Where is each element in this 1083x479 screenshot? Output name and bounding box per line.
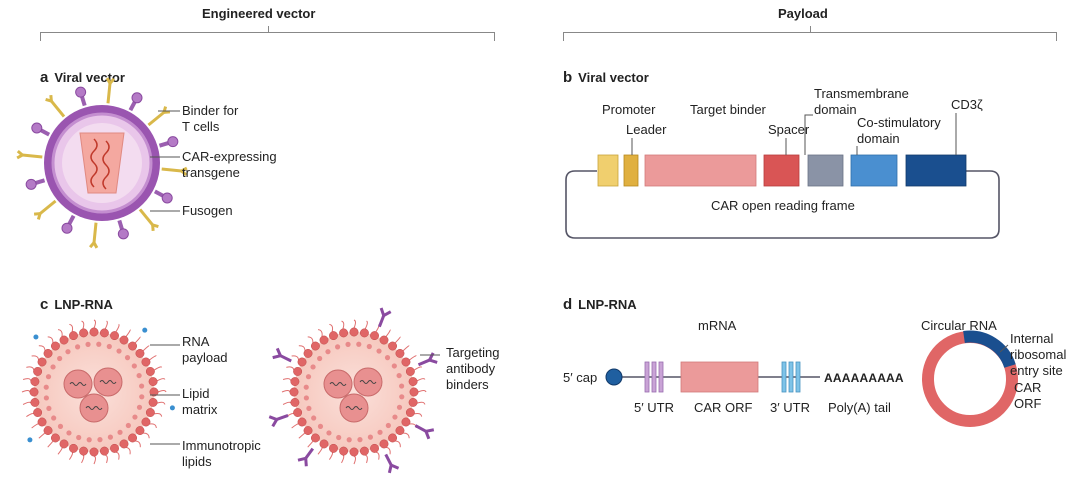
bracket-payload	[563, 26, 1057, 41]
car-orf-block	[680, 361, 759, 393]
label-spacer: Spacer	[768, 122, 810, 137]
leader-block	[623, 154, 639, 187]
polya-sequence: AAAAAAAAA	[824, 371, 904, 385]
costim-block	[850, 154, 898, 187]
header-engineered-vector: Engineered vector	[202, 6, 316, 21]
label-polya: Poly(A) tail	[828, 400, 891, 415]
viral-vector-particle	[16, 77, 188, 249]
mrna-construct	[605, 361, 820, 393]
cd3z-block	[905, 154, 967, 187]
label-circular-rna: Circular RNA	[921, 318, 997, 333]
cap-circle	[605, 368, 623, 386]
orf-frame	[565, 170, 1000, 239]
utr5-block	[644, 361, 664, 393]
label-cd3z: CD3ζ	[951, 97, 983, 112]
label-leader: Leader	[626, 122, 667, 137]
label-utr3: 3′ UTR	[770, 400, 810, 415]
header-payload: Payload	[778, 6, 828, 21]
utr3-block	[781, 361, 801, 393]
promoter-block	[597, 154, 619, 187]
circular-rna	[922, 330, 1018, 427]
label-car-orf: CAR ORF	[694, 400, 753, 415]
label-orf: CAR open reading frame	[711, 198, 855, 213]
label-mrna: mRNA	[698, 318, 737, 333]
label-target-binder: Target binder	[690, 102, 766, 117]
label-promoter: Promoter	[602, 102, 656, 117]
tm-domain-block	[807, 154, 844, 187]
label-cap: 5′ cap	[563, 370, 598, 385]
target-binder-block	[644, 154, 757, 187]
spacer-block	[763, 154, 800, 187]
label-fusogen: Fusogen	[182, 203, 233, 218]
bracket-engineered-vector	[40, 26, 495, 41]
lnp-targeted-particle	[268, 307, 438, 474]
label-utr5: 5′ UTR	[634, 400, 674, 415]
lnp-particle	[21, 319, 175, 465]
